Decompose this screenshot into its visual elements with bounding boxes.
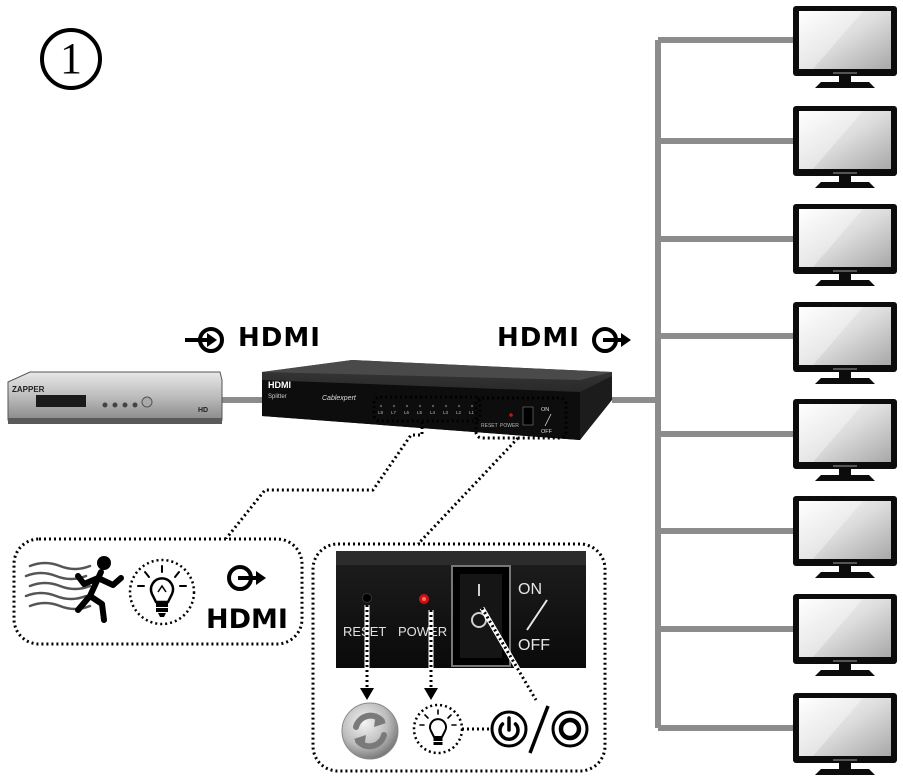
splitter-off-label: OFF [541,429,553,435]
monitor-4 [793,302,897,384]
source-settop-box: ZAPPER HD [7,371,223,424]
on-off-slash [528,705,550,754]
hdmi-splitter-device: HDMI Splitter Cablexpert L8 L7 L6 L5 L4 … [262,360,612,440]
splitter-brand: Cablexpert [322,395,357,402]
splitter-on-label: ON [541,407,549,413]
led-callout-connector [223,422,424,541]
splitter-led-4: L5 [417,410,423,415]
monitor-5 [793,399,897,481]
monitor-6 [793,496,897,578]
light-bulb-icon [128,558,196,626]
monitor-2 [793,106,897,188]
output-cable-tree [612,37,795,731]
reset-pointer-arrow [360,605,374,700]
step-number-badge: 1 [40,28,102,90]
splitter-led-5: L4 [430,410,436,415]
running-person-icon [24,556,124,623]
monitor-3 [793,204,897,286]
controls-callout-connector [416,436,520,546]
hdmi-input-arrow-icon [185,327,224,353]
callout-hdmi-label: HDMI [206,604,288,635]
splitter-hdmi-logo: HDMI [268,380,291,390]
power-off-icon [551,710,589,748]
power-on-icon [490,710,528,748]
controls-highlight-box [474,396,568,440]
splitter-led-6: L3 [443,410,449,415]
splitter-power-label: POWER [500,423,519,429]
power-pointer-arrow [424,610,438,700]
led-highlight-box [372,395,482,423]
splitter-led-7: L2 [456,410,462,415]
splitter-led-2: L7 [391,410,397,415]
splitter-reset-label: RESET [481,423,498,429]
monitor-1 [793,6,897,88]
source-hd-badge: HD [198,407,208,414]
hdmi-output-label: HDMI [497,323,580,353]
photo-off-label: OFF [518,637,550,654]
source-brand-label: ZAPPER [12,385,45,394]
splitter-led-1: L8 [378,410,384,415]
switch-pointer-line [479,606,539,702]
controls-closeup-photo: RESET POWER ON OFF [336,551,586,668]
monitor-8 [793,693,897,775]
photo-on-label: ON [518,581,542,598]
hdmi-output-arrow-icon [592,327,633,353]
photo-power-label: POWER [398,624,447,639]
monitor-7 [793,594,897,676]
splitter-subtitle: Splitter [268,394,287,400]
splitter-led-8: L1 [469,410,475,415]
splitter-led-3: L6 [404,410,410,415]
hdmi-input-label: HDMI [238,323,321,353]
reset-refresh-icon [341,702,399,760]
